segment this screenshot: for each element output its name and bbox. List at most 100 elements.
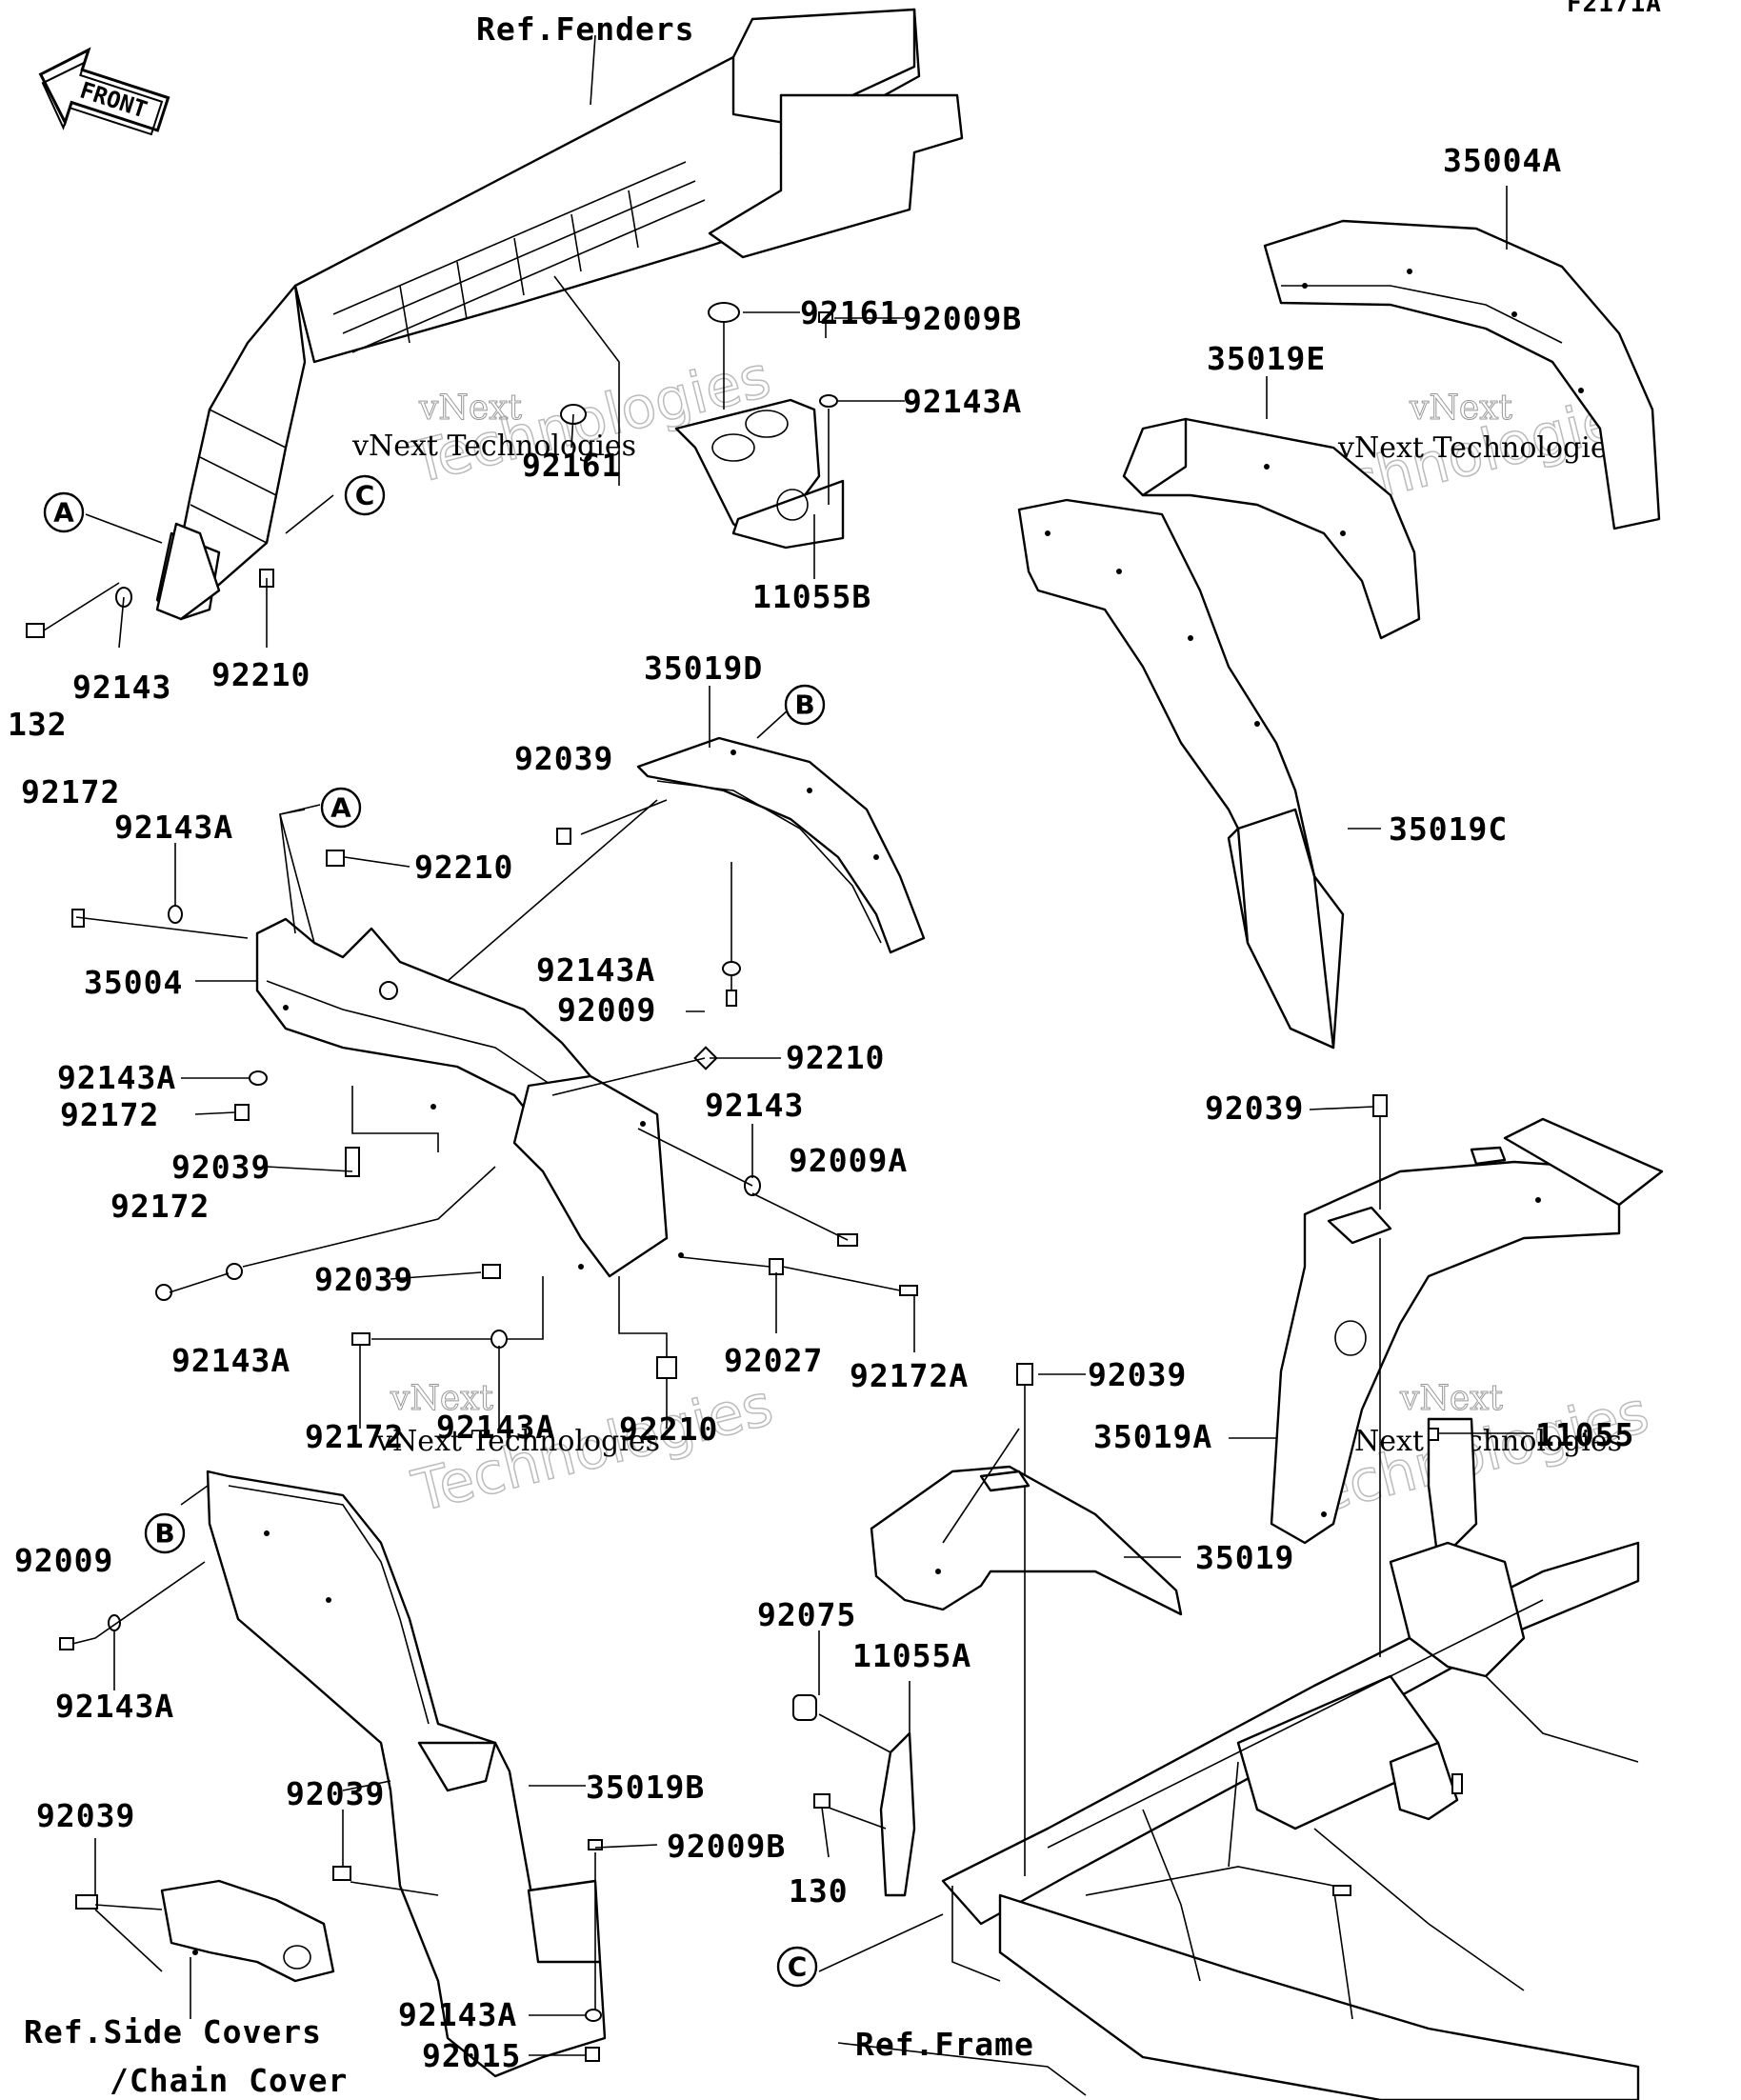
figure-code: F2171A [1567,0,1662,18]
bolt-92172-icon [351,1332,370,1346]
part-92039-label: 92039 [286,1775,385,1812]
part-35019C-label: 35019C [1389,810,1508,848]
clip-92039-icon [556,828,571,845]
part-92210-label: 92210 [211,656,310,693]
bracket-11055 [1427,1417,1478,1564]
bolt-92172-icon [155,1284,172,1301]
part-92143-label: 92143 [72,669,171,706]
part-11055A-label: 11055A [852,1637,971,1674]
svg-text:B: B [154,1518,174,1550]
part-92039-label: 92039 [514,740,613,777]
front-mudguard-center [512,1074,684,1278]
watermark-name: vNext [418,389,522,428]
washer-92143A-icon [168,905,183,924]
nut-92210-icon [656,1356,677,1379]
part-92039-label: 92039 [1205,1090,1304,1127]
fastener-group-bottom-left [59,1614,603,2062]
callout-c-2: C [776,1946,818,1988]
watermark-name: vNext [1399,1379,1503,1418]
part-92015-label: 92015 [422,2037,521,2074]
callout-b-2: B [144,1512,186,1554]
bolt-92009B-icon [818,311,833,338]
svg-text:C: C [355,480,375,511]
bolt-92009-icon [726,990,737,1007]
part-92143A-label: 92143A [55,1688,174,1725]
bolt-130-icon [813,1793,830,1809]
svg-text:B: B [794,690,814,721]
clip-92039-icon [332,1866,351,1881]
part-92210-label: 92210 [619,1410,718,1448]
rear-fender-35019A [1270,1117,1664,1545]
part-92039-label: 92039 [171,1149,270,1186]
frame-ref [941,1541,1640,2100]
callout-a-2: A [320,787,362,829]
watermark-company: vNext Technologies [351,430,636,463]
washer-92143A-icon [722,961,741,976]
front-fender-35019D [636,736,926,954]
part-92143A-label: 92143A [57,1059,176,1096]
washer-92143A-icon [585,2009,602,2022]
clip-92039-icon [345,1147,360,1177]
watermark-name: vNext [1409,389,1512,428]
clip-92039-icon [482,1264,501,1279]
washer-92143A-icon [490,1330,508,1349]
bolt-92172-icon [234,1104,250,1121]
ref-frame-label: Ref.Frame [855,2026,1034,2063]
washer-92161-icon [708,302,740,323]
part-35019A-label: 35019A [1093,1418,1212,1455]
nut-92015-icon [585,2047,600,2062]
grommet-92027-icon [769,1258,784,1275]
part-92143A-label: 92143A [536,951,655,989]
part-labels: Ref.Fenders 92161 92009B 92143A 92161 11… [8,10,1633,2099]
part-132-label: 132 [8,706,68,743]
part-92143A-label: 92143A [171,1342,290,1379]
rear-fender-35019 [870,1465,1183,1616]
washer-92143A-icon [226,1263,243,1280]
part-92009-label: 92009 [557,991,656,1029]
bolt-132-icon [26,623,45,638]
part-92027-label: 92027 [724,1342,823,1379]
nut-92210-icon [693,1046,718,1070]
part-92143A-label: 92143A [114,809,233,846]
callout-c-1: C [344,474,386,516]
part-92009B-label: 92009B [903,300,1022,337]
bolt-92172A-icon [899,1285,918,1296]
part-92009A-label: 92009A [789,1142,908,1179]
part-92039-label: 92039 [1088,1356,1187,1393]
part-92009B-label: 92009B [667,1828,786,1865]
front-arrow-icon: FRONT [38,47,170,136]
part-92009-label: 92009 [14,1542,113,1579]
part-35019B-label: 35019B [586,1769,705,1806]
part-92172-label: 92172 [60,1096,159,1133]
clip-92039-icon [1016,1363,1033,1386]
part-92172-label: 92172 [21,773,120,810]
part-35004-label: 35004 [84,964,183,1001]
part-92075-label: 92075 [757,1596,856,1633]
skid-plate-11055B [674,398,845,550]
part-92210-label: 92210 [786,1039,885,1076]
watermark-company: vNext Technologies [1337,431,1622,465]
callout-b-1: B [784,684,826,726]
part-92143A-label: 92143A [436,1409,555,1446]
part-92172A-label: 92172A [850,1357,969,1394]
bolt-92009-icon [59,1637,74,1650]
part-92143-label: 92143 [705,1087,804,1124]
clip-92039-icon [1372,1094,1388,1117]
bracket-11055A [879,1731,916,1897]
part-92172-label: 92172 [110,1188,210,1225]
part-92172-label: 92172 [305,1418,404,1455]
part-92161-label: 92161 [800,294,899,331]
bolt-92009B-icon [588,1839,603,1850]
watermark-name: vNext [390,1379,493,1418]
mudguard-35019B [206,1470,607,2078]
watermark-company: vNext Technologies [375,1425,660,1458]
svg-text:A: A [53,497,74,529]
side-cover-ref [160,1879,335,1983]
part-130-label: 130 [789,1872,849,1910]
fastener-group-bottom-right [792,1094,1439,1809]
part-11055B-label: 11055B [752,578,871,615]
watermark-company: vNext Technologies [1337,1425,1622,1458]
svg-text:C: C [788,1951,808,1983]
leader-lines [43,34,1533,2096]
